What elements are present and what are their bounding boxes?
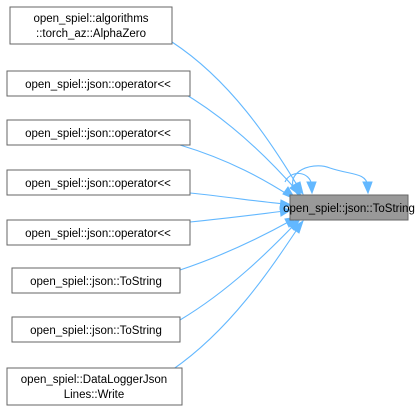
caller-node-tostring-1[interactable]: open_spiel::json::ToString bbox=[11, 267, 181, 294]
edge-tostring-self-loop bbox=[292, 165, 369, 198]
target-node-tostring[interactable]: open_spiel::json::ToString bbox=[283, 194, 415, 221]
caller-node-alphazero-label-line2: ::torch_az::AlphaZero bbox=[36, 28, 146, 40]
caller-node-operator-3-label: open_spiel::json::operator<< bbox=[25, 178, 171, 190]
caller-node-operator-2-label: open_spiel::json::operator<< bbox=[25, 128, 171, 140]
caller-node-alphazero-label-line1: open_spiel::algorithms bbox=[33, 13, 148, 25]
edge-operator3-to-tostring bbox=[189, 192, 286, 205]
arrowhead-datalogger bbox=[291, 219, 304, 234]
caller-node-datalogger-write-label-line1: open_spiel::DataLoggerJson bbox=[21, 374, 167, 386]
edge-operator4-to-tostring bbox=[189, 210, 286, 223]
caller-node-datalogger-write-label-line2: Lines::Write bbox=[64, 389, 125, 401]
caller-node-tostring-1-label: open_spiel::json::ToString bbox=[30, 276, 162, 288]
caller-node-tostring-2-label: open_spiel::json::ToString bbox=[30, 325, 162, 337]
edge-datalogger-to-tostring bbox=[171, 224, 301, 371]
caller-node-operator-4[interactable]: open_spiel::json::operator<< bbox=[6, 219, 191, 246]
arrowhead-self-loop-left bbox=[306, 181, 317, 195]
caller-node-tostring-2[interactable]: open_spiel::json::ToString bbox=[11, 316, 181, 343]
edge-operator2-to-tostring bbox=[179, 144, 291, 197]
caller-node-operator-1[interactable]: open_spiel::json::operator<< bbox=[6, 70, 191, 97]
arrowhead-operator3 bbox=[279, 199, 293, 210]
edge-tostring2-to-tostring bbox=[179, 222, 297, 321]
caller-node-operator-3[interactable]: open_spiel::json::operator<< bbox=[6, 169, 191, 196]
target-node-tostring-label: open_spiel::json::ToString bbox=[283, 203, 415, 215]
edge-operator1-to-tostring bbox=[179, 90, 299, 193]
caller-node-datalogger-write[interactable]: open_spiel::DataLoggerJson Lines::Write bbox=[6, 367, 183, 406]
edge-tostring1-to-tostring bbox=[179, 219, 293, 271]
arrowhead-self-loop-right bbox=[362, 181, 373, 195]
caller-node-operator-4-label: open_spiel::json::operator<< bbox=[25, 228, 171, 240]
caller-node-operator-2[interactable]: open_spiel::json::operator<< bbox=[6, 119, 191, 146]
caller-node-alphazero[interactable]: open_spiel::algorithms ::torch_az::Alpha… bbox=[9, 6, 173, 45]
arrowhead-operator4 bbox=[279, 206, 293, 217]
caller-node-operator-1-label: open_spiel::json::operator<< bbox=[25, 79, 171, 91]
edge-alphazero-to-tostring bbox=[171, 41, 301, 191]
